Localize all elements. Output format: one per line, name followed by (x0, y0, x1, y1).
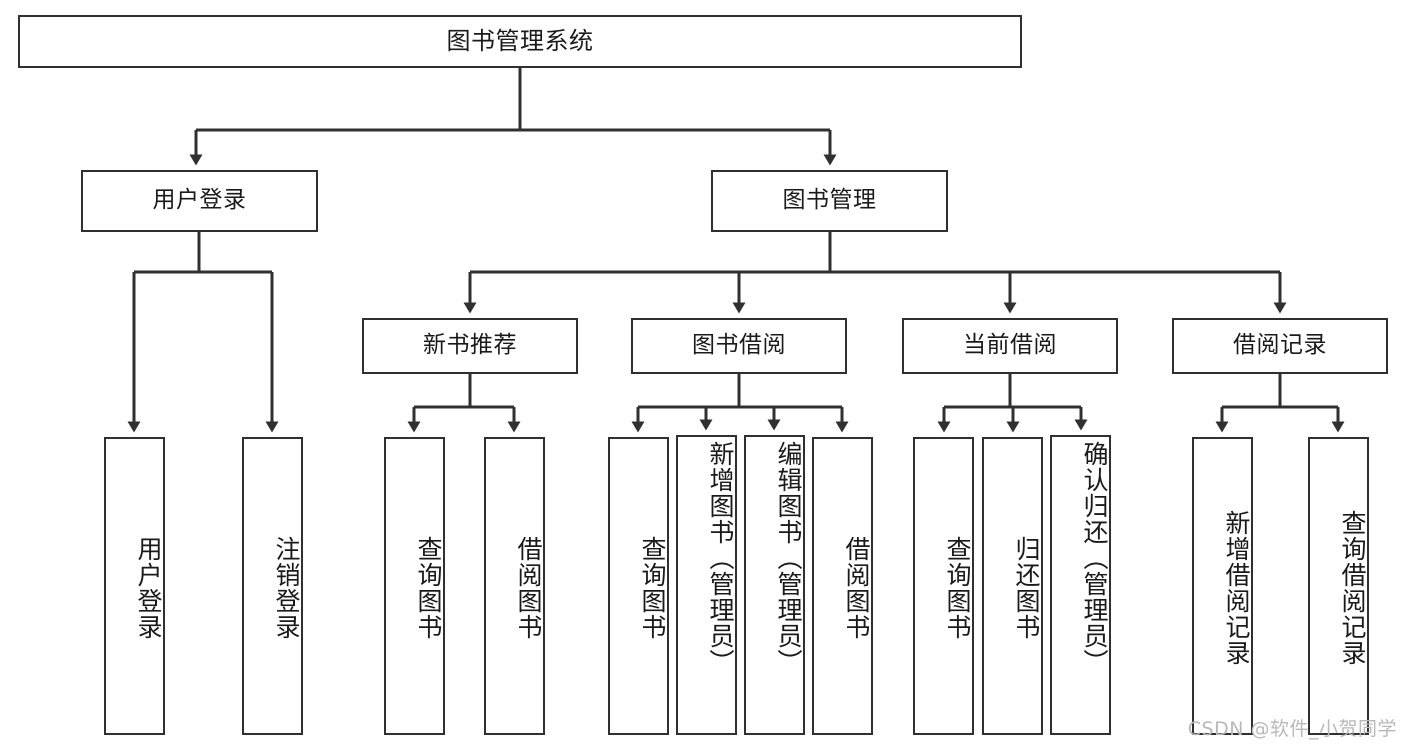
node-leaf-query-book-2[interactable]: 查询图书 (608, 437, 669, 735)
node-book-borrow[interactable]: 图书借阅 (631, 318, 847, 374)
node-book-management-label: 图书管理 (782, 187, 877, 214)
node-leaf-edit-book-admin[interactable]: 编辑图书（管理员） (744, 435, 805, 735)
node-current-borrow-label: 当前借阅 (963, 332, 1057, 359)
node-leaf-add-borrow-record[interactable]: 新增借阅记录 (1192, 437, 1253, 735)
node-leaf-query-borrow-record-label: 查询借阅记录 (1338, 510, 1367, 666)
node-leaf-query-book-1[interactable]: 查询图书 (384, 437, 445, 735)
node-leaf-query-book-2-label: 查询图书 (638, 536, 667, 640)
node-leaf-user-login-label: 用户登录 (134, 536, 163, 640)
node-leaf-add-borrow-record-label: 新增借阅记录 (1222, 510, 1251, 666)
node-leaf-borrow-book-1[interactable]: 借阅图书 (484, 437, 545, 735)
csdn-watermark: CSDN @软件_小贺同学 (1187, 718, 1397, 740)
node-leaf-return-book[interactable]: 归还图书 (982, 437, 1043, 735)
node-leaf-borrow-book-1-label: 借阅图书 (514, 536, 543, 640)
node-book-borrow-label: 图书借阅 (692, 332, 786, 359)
node-leaf-add-book-admin[interactable]: 新增图书（管理员） (676, 435, 737, 735)
node-leaf-confirm-return-admin[interactable]: 确认归还（管理员） (1050, 435, 1111, 735)
node-borrow-record-label: 借阅记录 (1233, 332, 1327, 359)
node-leaf-query-book-1-label: 查询图书 (414, 536, 443, 640)
node-book-management[interactable]: 图书管理 (711, 170, 948, 232)
node-leaf-confirm-return-admin-label: 确认归还（管理员） (1080, 441, 1109, 675)
node-new-book-recommend[interactable]: 新书推荐 (362, 318, 578, 374)
node-leaf-logout-login[interactable]: 注销登录 (242, 437, 303, 735)
node-user-login-label: 用户登录 (152, 187, 247, 214)
node-leaf-logout-login-label: 注销登录 (272, 536, 301, 640)
node-leaf-borrow-book-2-label: 借阅图书 (842, 536, 871, 640)
node-root[interactable]: 图书管理系统 (18, 15, 1022, 68)
node-user-login[interactable]: 用户登录 (81, 170, 318, 232)
node-leaf-edit-book-admin-label: 编辑图书（管理员） (774, 441, 803, 675)
node-borrow-record[interactable]: 借阅记录 (1172, 318, 1388, 374)
node-leaf-user-login[interactable]: 用户登录 (104, 437, 165, 735)
node-leaf-borrow-book-2[interactable]: 借阅图书 (812, 437, 873, 735)
node-leaf-query-borrow-record[interactable]: 查询借阅记录 (1308, 437, 1369, 735)
node-leaf-return-book-label: 归还图书 (1012, 536, 1041, 640)
node-current-borrow[interactable]: 当前借阅 (902, 318, 1118, 374)
node-leaf-query-book-3[interactable]: 查询图书 (913, 437, 974, 735)
node-leaf-query-book-3-label: 查询图书 (943, 536, 972, 640)
node-new-book-recommend-label: 新书推荐 (423, 332, 517, 359)
node-root-label: 图书管理系统 (446, 27, 594, 56)
node-leaf-add-book-admin-label: 新增图书（管理员） (706, 441, 735, 675)
